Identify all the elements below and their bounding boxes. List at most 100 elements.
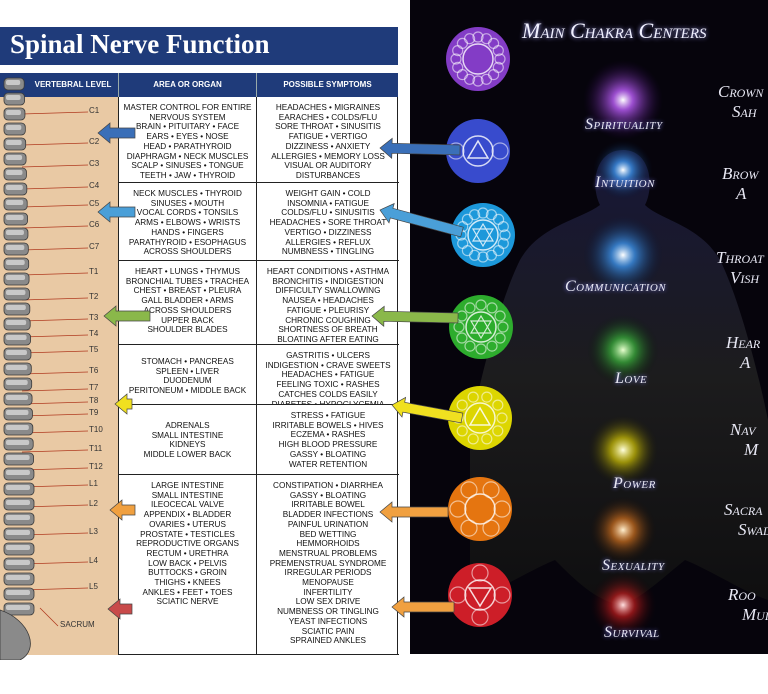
chakra-name-label: Love	[615, 370, 648, 387]
chakra-name-label: Intuition	[595, 174, 655, 191]
area-line: VOCAL CORDS • TONSILS	[136, 208, 239, 218]
vertebra-highlight	[6, 335, 27, 340]
chakra-petal	[449, 500, 467, 518]
chakra-inner-ring	[462, 43, 494, 75]
chakra-star	[469, 314, 493, 340]
chakra-petal	[485, 249, 498, 261]
vertebra-label: T11	[89, 444, 103, 453]
chakra-petal	[480, 73, 493, 85]
area-line: SINUSES • MOUTH	[150, 198, 225, 208]
vertebra-label: L4	[89, 556, 98, 565]
symptom-line: INDIGESTION • CRAVE SWEETS	[265, 360, 391, 370]
chakra-petal	[471, 608, 489, 626]
solar-plexus-chakra-icon	[447, 385, 513, 451]
area-line: SCIATIC NERVE	[156, 597, 219, 607]
vertebra-label: SACRUM	[60, 620, 95, 629]
chakra-panel-title: Main Chakra Centers	[522, 18, 707, 43]
chakra-inner-ring	[464, 579, 496, 611]
vertebra-highlight	[6, 200, 24, 205]
nerve-line	[21, 334, 89, 338]
vertebra-highlight	[6, 440, 30, 445]
nerve-line	[21, 430, 89, 434]
chakra-name-label: Communication	[565, 278, 667, 295]
symptom-line: STRESS • FATIGUE	[290, 411, 366, 420]
vertebra-highlight	[6, 365, 28, 370]
side-label-line: A	[736, 184, 747, 203]
symptom-line: EARACHES • COLDS/FLU	[278, 112, 378, 122]
area-line: LOW BACK • PELVIS	[148, 558, 227, 568]
symptom-line: HEADACHES • MIGRAINES	[275, 103, 381, 112]
vertebra-highlight	[6, 110, 21, 115]
nerve-line	[21, 186, 89, 190]
area-line: HEAD • PARATHYROID	[143, 141, 232, 151]
side-label-line: M	[744, 440, 759, 459]
vertebra-highlight	[6, 605, 30, 610]
chakra-petal	[486, 340, 498, 352]
side-label-line: Hear	[726, 333, 761, 352]
chakra-symbol-svg	[448, 386, 512, 450]
vertebra-label: L1	[89, 479, 98, 488]
area-line: SHOULDER BLADES	[147, 325, 228, 335]
page-title: Spinal Nerve Function	[10, 29, 270, 59]
chakra-petal	[494, 53, 506, 65]
chakra-outer-circle	[448, 477, 512, 541]
vertebra-highlight	[6, 80, 21, 85]
area-line: NERVOUS SYSTEM	[149, 112, 226, 122]
area-line: ACROSS SHOULDERS	[143, 247, 232, 257]
symptom-line: IRRITABLE BOWELS • HIVES	[272, 420, 384, 430]
chakra-petal	[450, 53, 462, 65]
area-line: SMALL INTESTINE	[151, 430, 224, 440]
title-bar: Spinal Nerve Function	[0, 27, 398, 65]
side-label-line: Throat	[716, 248, 764, 267]
sacral-chakra-icon	[447, 476, 513, 542]
chakra-petal	[464, 33, 476, 45]
area-line: SMALL INTESTINE	[151, 490, 224, 500]
nerve-line	[39, 607, 59, 627]
chakra-petal	[491, 142, 509, 160]
vertebra-highlight	[6, 530, 30, 535]
chakra-petal	[471, 564, 489, 582]
vertebra-label: T9	[89, 408, 99, 417]
symptom-line: IRRITABLE BOWEL	[291, 500, 365, 510]
spinal-nerve-panel: Spinal Nerve Function VERTEBRAL LEVEL AR…	[0, 27, 399, 660]
symptom-line: COLDS/FLU • SINUSITIS	[281, 208, 375, 218]
chakra-petal	[475, 343, 487, 355]
side-label-line: Vish	[730, 268, 760, 287]
vertebra-highlight	[6, 230, 24, 235]
chakra-petal	[449, 586, 467, 604]
chakra-name-label: Sexuality	[602, 557, 665, 574]
nerve-line	[21, 225, 89, 229]
area-line: SPLEEN • LIVER	[155, 366, 220, 376]
symptom-line: ECZEMA • RASHES	[290, 430, 366, 440]
vertebra-label: C6	[89, 220, 100, 229]
vertebra-label: T2	[89, 292, 99, 301]
spine-illustration	[0, 77, 89, 660]
vertebra-highlight	[6, 215, 24, 220]
nerve-line	[21, 247, 89, 251]
vertebra-highlight	[6, 425, 29, 430]
symptom-line: DISTURBANCES	[295, 170, 361, 180]
symptom-line: ALLERGIES • REFLUX	[285, 237, 371, 247]
chakra-petal	[464, 302, 476, 314]
vertebra-label: T5	[89, 345, 99, 354]
area-line: GALL BLADDER • ARMS	[141, 296, 234, 306]
chakra-inner-ring	[465, 311, 497, 343]
vertebra-label: L2	[89, 499, 98, 508]
chakra-outer-circle	[451, 203, 515, 267]
throat-chakra-icon	[450, 202, 516, 268]
chakra-star	[471, 222, 495, 248]
area-line: ADRENALS	[165, 421, 210, 430]
chakra-outer-circle	[446, 119, 510, 183]
area-line: MASTER CONTROL FOR ENTIRE	[123, 103, 252, 112]
chakra-outer-circle	[448, 563, 512, 627]
